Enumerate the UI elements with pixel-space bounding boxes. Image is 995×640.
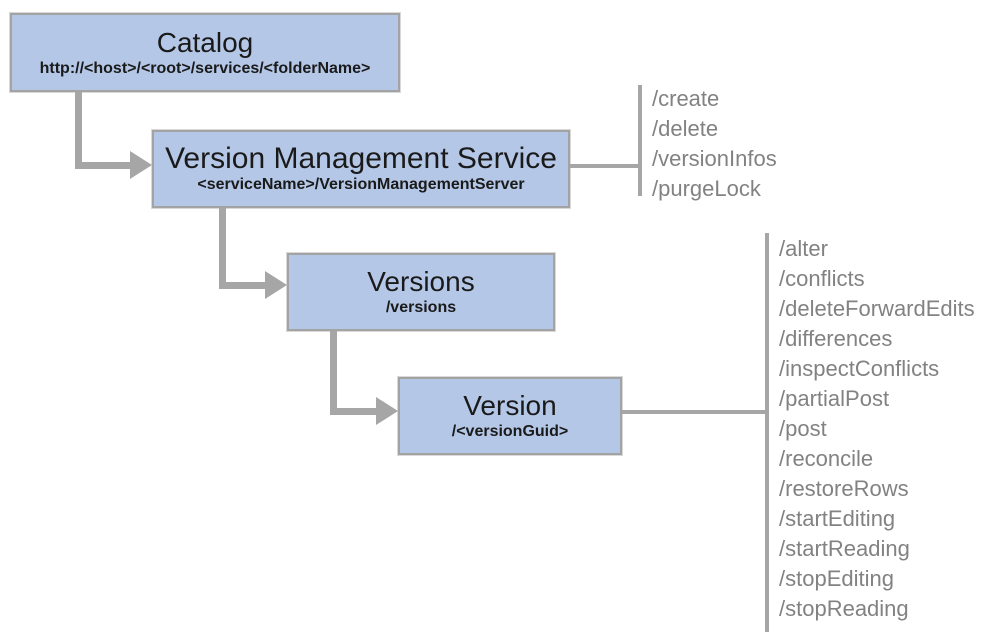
operation-label: /restoreRows (779, 476, 909, 501)
operation-label: /post (779, 416, 827, 441)
operation-label: /deleteForwardEdits (779, 296, 975, 321)
version-url-pattern: /<versionGuid> (451, 423, 569, 440)
operation-label: /create (652, 86, 720, 111)
operation-label: /startEditing (779, 506, 896, 531)
versions-url-pattern: /versions (385, 299, 457, 316)
operation-label: /partialPost (779, 386, 890, 411)
operation-label: /reconcile (779, 446, 874, 471)
version-title: Version (463, 390, 557, 421)
arrowhead-to-version-icon (376, 397, 398, 425)
catalog-title: Catalog (156, 26, 254, 58)
operation-label: /purgeLock (652, 176, 761, 201)
operation-label: /inspectConflicts (779, 356, 940, 381)
connector-vms-to-versions-vertical (219, 208, 226, 289)
vms-operations-list: /create/delete/versionInfos/purgeLock (652, 84, 777, 204)
node-version-management-service: Version Management Service <serviceName>… (152, 130, 570, 208)
connector-catalog-to-vms-horizontal (75, 162, 130, 169)
operation-label: /startReading (779, 536, 910, 561)
node-version: Version /<versionGuid> (398, 377, 622, 455)
operation-label: /stopEditing (779, 566, 894, 591)
operation-label: /differences (779, 326, 893, 351)
version-operations-bracket (765, 233, 769, 632)
operation-label: /stopReading (779, 596, 909, 621)
node-catalog: Catalog http://<host>/<root>/services/<f… (10, 13, 400, 92)
vms-title: Version Management Service (165, 142, 557, 175)
connector-catalog-to-vms-vertical (75, 92, 82, 169)
connector-version-to-operations (622, 410, 765, 414)
connector-vms-to-versions-horizontal (219, 282, 265, 289)
operation-label: /alter (779, 236, 828, 261)
operation-label: /versionInfos (652, 146, 777, 171)
vms-operations-bracket (638, 85, 642, 196)
node-versions: Versions /versions (287, 253, 555, 331)
connector-versions-to-version-vertical (330, 331, 337, 415)
version-operations-list: /alter/conflicts/deleteForwardEdits/diff… (779, 234, 975, 624)
versions-title: Versions (367, 266, 475, 297)
connector-versions-to-version-horizontal (330, 408, 376, 415)
connector-vms-to-operations (570, 164, 638, 168)
vms-url-pattern: <serviceName>/VersionManagementServer (197, 176, 525, 193)
operation-label: /delete (652, 116, 719, 141)
arrowhead-to-versions-icon (265, 271, 287, 299)
operation-label: /conflicts (779, 266, 865, 291)
arrowhead-to-vms-icon (130, 151, 152, 179)
catalog-url-pattern: http://<host>/<root>/services/<folderNam… (39, 59, 371, 77)
